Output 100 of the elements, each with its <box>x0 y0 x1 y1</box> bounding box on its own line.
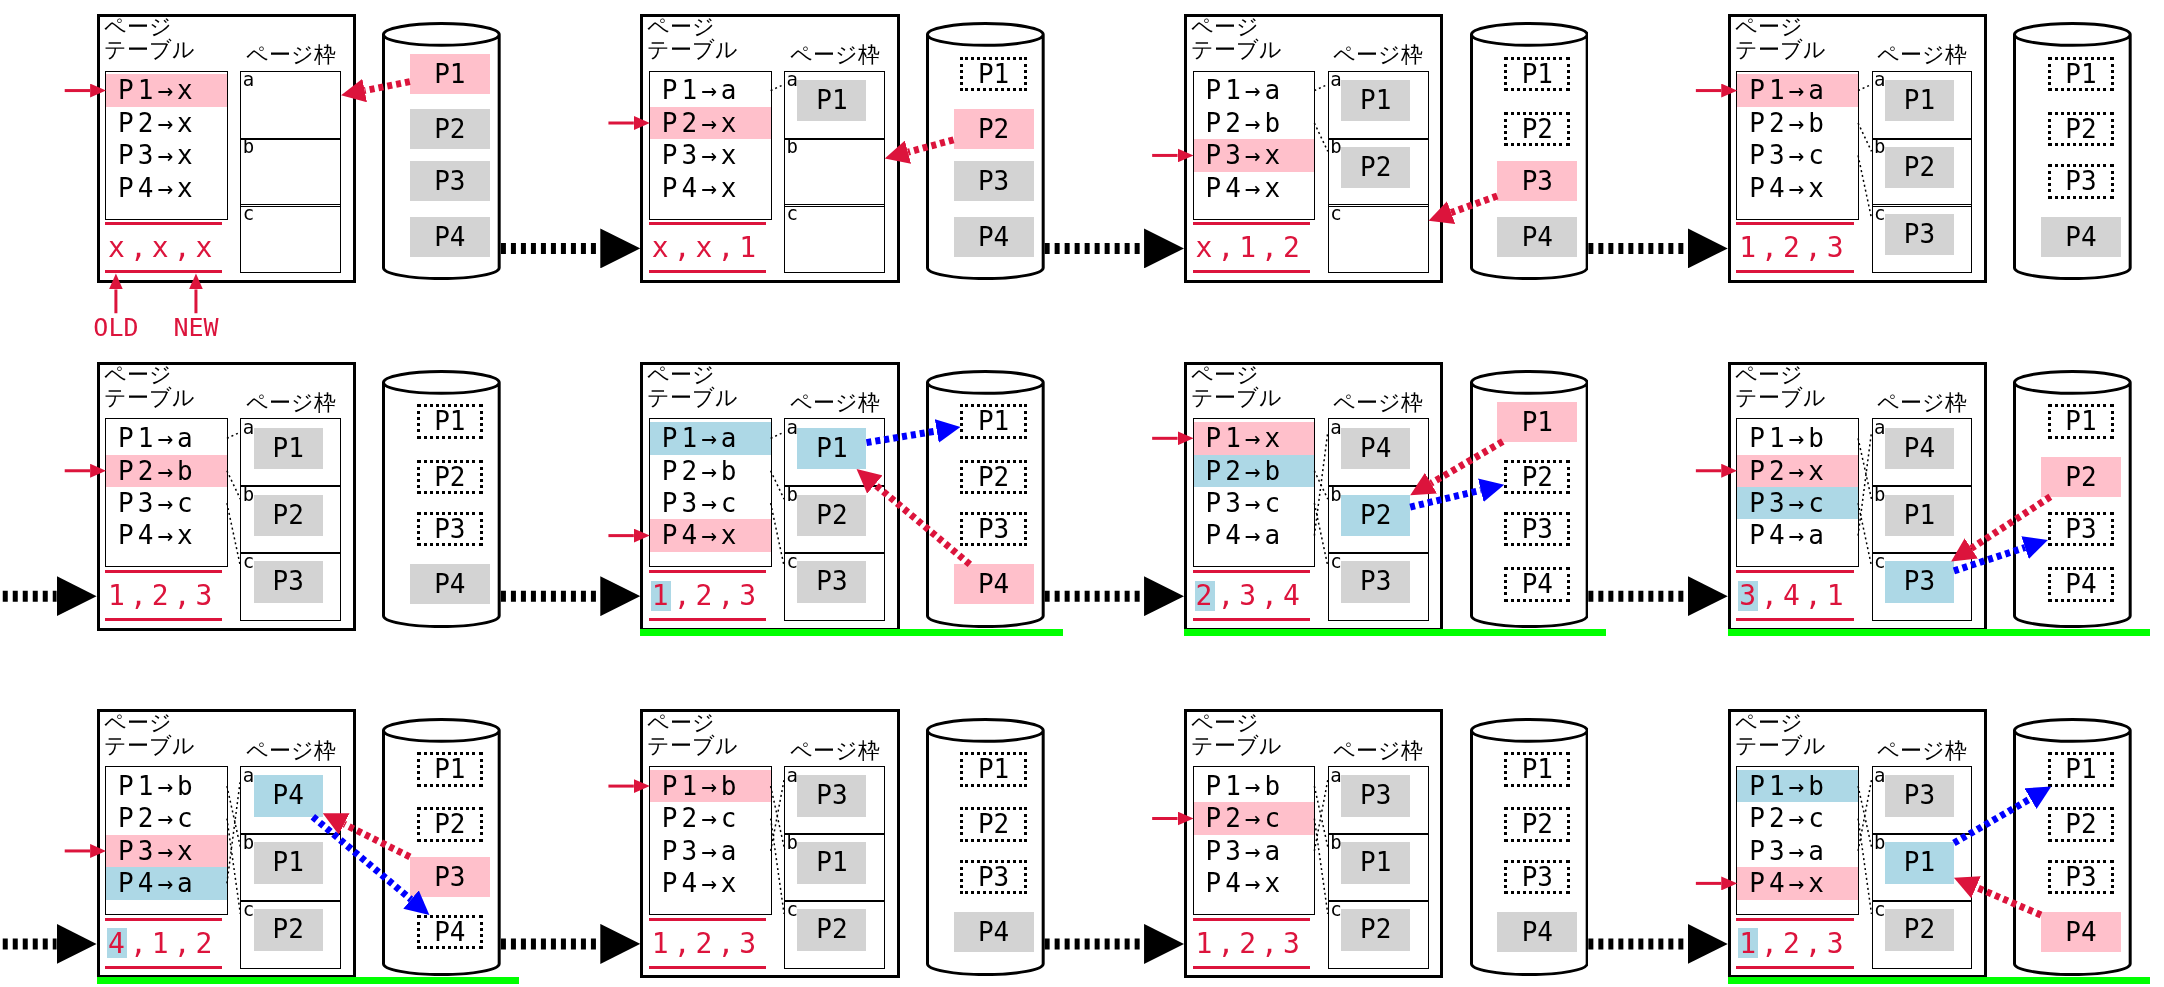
page-block: P1 <box>2047 752 2115 787</box>
transfer-arrow <box>1952 786 2052 847</box>
memory-panel <box>1727 13 1988 283</box>
leader-line <box>226 779 242 885</box>
step-arrow <box>500 923 641 964</box>
page-frame <box>1327 70 1429 140</box>
page-frame <box>240 552 342 622</box>
leader-line <box>769 83 785 92</box>
page-block: P1 <box>1341 79 1411 122</box>
pointer-arrow <box>64 843 107 858</box>
table-row: P4→x <box>1193 867 1315 900</box>
pointer-label: OLD <box>81 313 151 344</box>
table-row: P3→x <box>649 139 771 172</box>
page-frame <box>240 137 342 207</box>
transfer-arrow <box>856 469 973 568</box>
pointer-arrow <box>608 779 650 794</box>
page-block: P3 <box>409 161 490 202</box>
leader-line <box>1857 437 1873 500</box>
queue-text: 1,2,3 <box>648 917 767 969</box>
table-row: P3→x <box>1193 139 1315 172</box>
page-frame <box>784 552 885 622</box>
frame-heading: ページ枠 <box>789 390 880 414</box>
table-row: P2→b <box>106 454 227 487</box>
frame-label: c <box>1873 551 1886 571</box>
memory-panel <box>1184 709 1444 979</box>
page-block: P2 <box>1884 146 1954 189</box>
pointer-arrow <box>608 528 650 543</box>
table-heading: ページテーブル <box>103 363 196 410</box>
page-block: P3 <box>1341 775 1411 817</box>
disk-cylinder <box>1469 369 1589 628</box>
table-row: P1→b <box>1193 769 1315 803</box>
arrow <box>108 273 123 314</box>
page-table <box>1736 418 1860 568</box>
page-block: P1 <box>416 752 483 787</box>
table-row: P1→x <box>106 74 227 107</box>
page-block: P1 <box>2047 404 2115 439</box>
memory-panel <box>1184 361 1444 631</box>
table-heading: ページテーブル <box>1191 363 1284 410</box>
table-row: P1→b <box>106 769 227 803</box>
page-block: P3 <box>797 561 867 603</box>
table-heading: ページテーブル <box>647 710 740 757</box>
page-block: P1 <box>1341 842 1411 884</box>
page-frame <box>1327 204 1429 274</box>
leader-line <box>769 470 785 500</box>
memory-panel <box>1184 13 1444 283</box>
page-block: P1 <box>1884 494 1954 536</box>
page-block: P3 <box>2047 859 2115 895</box>
table-heading: ページテーブル <box>1191 15 1284 62</box>
page-block: P4 <box>2041 912 2122 953</box>
table-heading: ページテーブル <box>1734 363 1827 410</box>
table-row: P2→c <box>106 802 227 835</box>
frame-heading: ページ枠 <box>245 738 336 762</box>
page-block: P2 <box>1341 494 1411 536</box>
page-block: P2 <box>253 494 323 536</box>
memory-panel <box>96 709 357 979</box>
transfer-arrow <box>1952 536 2048 575</box>
page-frame <box>1871 70 1973 140</box>
page-table <box>648 418 772 568</box>
frame-label: c <box>1330 204 1342 224</box>
step-arrow <box>2 576 97 617</box>
table-row: P1→b <box>1737 769 1859 803</box>
leader-line <box>769 431 785 440</box>
page-block: P1 <box>1884 79 1954 122</box>
queue-text: x,x,x <box>105 222 223 274</box>
frame-label: a <box>242 418 255 437</box>
page-frame <box>1871 204 1973 274</box>
page-block: P3 <box>797 775 867 817</box>
frame-label: b <box>242 137 255 157</box>
table-heading: ページテーブル <box>103 710 196 757</box>
leader-line <box>1857 431 1873 537</box>
table-row: P2→x <box>1737 454 1859 487</box>
table-row: P2→b <box>1193 106 1315 140</box>
table-heading: ページテーブル <box>1191 710 1284 757</box>
table-row: P4→x <box>649 867 771 900</box>
page-frame <box>1871 137 1973 207</box>
page-table <box>1736 766 1860 916</box>
table-row: P1→b <box>649 769 771 803</box>
page-block: P2 <box>960 807 1027 842</box>
disk-cylinder <box>925 22 1045 281</box>
page-frame <box>240 833 342 903</box>
page-block: P1 <box>1884 842 1954 884</box>
transfer-arrow <box>1428 192 1499 224</box>
page-block: P1 <box>960 752 1027 787</box>
page-frame <box>1327 900 1429 969</box>
page-block: P2 <box>2041 456 2122 497</box>
leader-line <box>226 502 242 567</box>
queue-text: 4,1,2 <box>105 917 223 969</box>
table-row: P4→a <box>106 867 227 900</box>
table-row: P3→a <box>1193 834 1315 868</box>
memory-panel <box>96 13 357 283</box>
page-block: P2 <box>2047 807 2115 842</box>
page-block: P3 <box>2047 164 2115 199</box>
frame-label: c <box>1873 899 1886 919</box>
table-row: P1→a <box>106 422 227 455</box>
frame-label: a <box>1330 70 1342 90</box>
table-row: P3→a <box>649 834 771 868</box>
page-block: P3 <box>409 856 490 897</box>
leader-line <box>226 470 242 500</box>
pointer-label: NEW <box>161 313 231 344</box>
leader-line <box>226 817 242 915</box>
